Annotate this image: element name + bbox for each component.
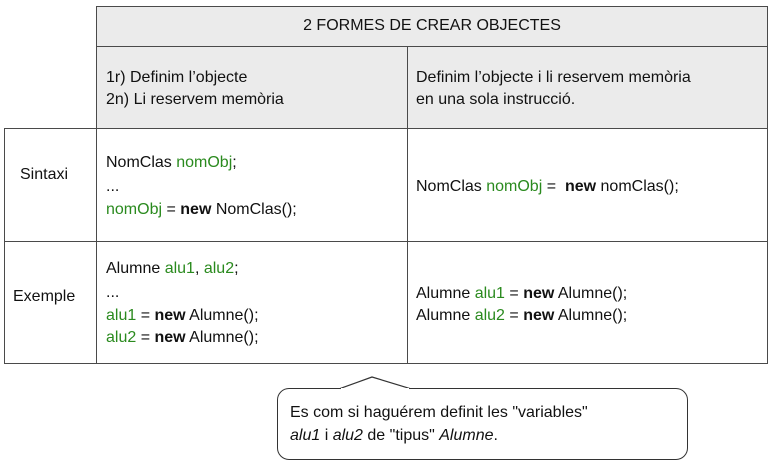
grid-line	[4, 363, 768, 364]
exemple-two-step-line1: Alumne alu1, alu2;	[106, 260, 239, 277]
header-one-step-line2: en una sola instrucció.	[416, 91, 576, 108]
callout-line2: alu1 i alu2 de "tipus" Alumne.	[290, 427, 498, 444]
sintaxi-two-step-line1: NomClas nomObj;	[106, 154, 237, 171]
sintaxi-two-step-line2: ...	[106, 178, 120, 195]
grid-line	[96, 6, 97, 364]
callout-note	[277, 388, 688, 460]
row-label-exemple: Exemple	[13, 288, 76, 305]
exemple-two-step-line2: ...	[106, 284, 120, 301]
grid-line	[4, 128, 768, 129]
header-two-step-line1: 1r) Definim l’objecte	[106, 69, 248, 86]
exemple-two-step-line4: alu2 = new Alumne();	[106, 329, 259, 346]
grid-line	[4, 128, 5, 364]
header-cell-two-step	[96, 47, 407, 129]
row-label-sintaxi: Sintaxi	[20, 166, 69, 183]
grid-line	[407, 46, 408, 364]
title-cell	[96, 6, 768, 47]
header-two-step-line2: 2n) Li reservem memòria	[106, 91, 284, 108]
grid-line	[96, 6, 768, 7]
sintaxi-one-step: NomClas nomObj = new nomClas();	[416, 178, 679, 195]
grid-line	[96, 46, 768, 47]
exemple-one-step-line2: Alumne alu2 = new Alumne();	[416, 307, 628, 324]
exemple-two-step-line3: alu1 = new Alumne();	[106, 307, 259, 324]
grid-line	[4, 241, 768, 242]
header-cell-one-step	[407, 47, 768, 129]
grid-line	[767, 6, 768, 364]
exemple-one-step-line1: Alumne alu1 = new Alumne();	[416, 285, 628, 302]
header-one-step-line1: Definim l’objecte i li reservem memòria	[416, 69, 691, 86]
sintaxi-two-step-line3: nomObj = new NomClas();	[106, 201, 297, 218]
table-title: 2 FORMES DE CREAR OBJECTES	[303, 17, 561, 34]
callout-line1: Es com si haguérem definit les "variable…	[290, 404, 588, 421]
